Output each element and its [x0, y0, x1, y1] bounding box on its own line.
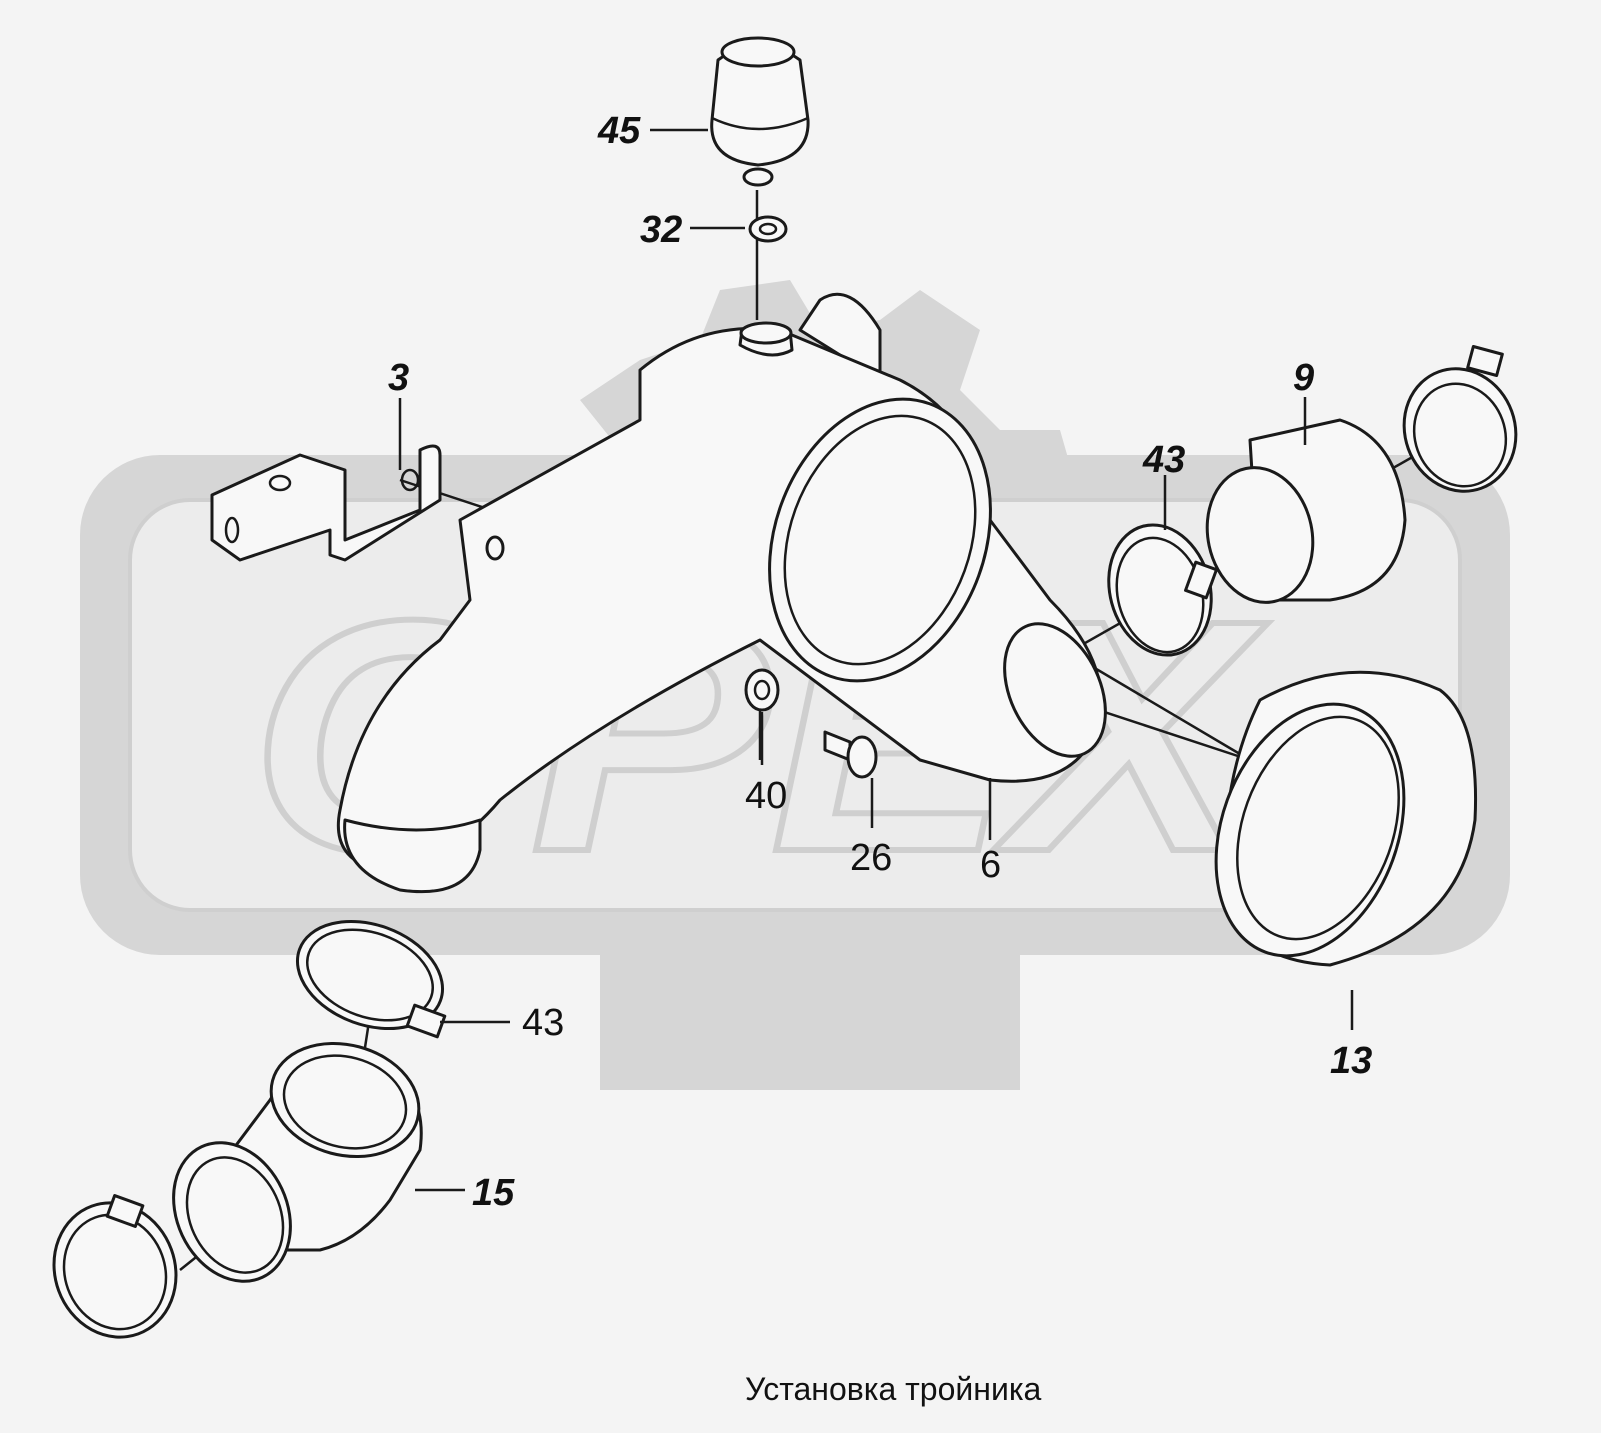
- callout-labels: 45 32 3 9 43 40 26 6 13 43 15: [388, 110, 1372, 1214]
- callout-43-bottom: 43: [522, 1002, 564, 1044]
- callout-32: 32: [640, 209, 682, 251]
- callout-45: 45: [597, 110, 641, 152]
- callout-leaders: [398, 128, 1354, 1192]
- tee-pipe-icon: [336, 292, 1107, 894]
- callout-40: 40: [745, 775, 787, 817]
- callout-6: 6: [980, 844, 1001, 886]
- washer-icon: [748, 215, 788, 243]
- callout-9: 9: [1293, 357, 1314, 399]
- bracket-icon: [210, 444, 442, 562]
- sleeve-icon: [1205, 418, 1407, 604]
- hose-clamp-left-icon: [52, 1194, 178, 1339]
- hose-clamp-right-icon: [1402, 344, 1518, 493]
- watermark-gear-bottom: [600, 940, 1020, 1090]
- callout-26: 26: [850, 837, 892, 879]
- washer-40-icon: [744, 668, 780, 712]
- callout-3: 3: [388, 357, 409, 399]
- hose-clamp-bottom-icon: [295, 919, 447, 1039]
- callout-43-top: 43: [1142, 439, 1185, 481]
- callout-15: 15: [472, 1172, 515, 1214]
- elbow-hose-icon: [172, 1041, 423, 1283]
- hose-clamp-icon: [1107, 523, 1218, 657]
- diagram-title: Установка тройника: [745, 1371, 1042, 1407]
- callout-13: 13: [1330, 1040, 1372, 1082]
- cap-icon: [710, 36, 810, 187]
- plug-cap-icon: [1214, 670, 1478, 967]
- bolt-icon: [823, 730, 878, 779]
